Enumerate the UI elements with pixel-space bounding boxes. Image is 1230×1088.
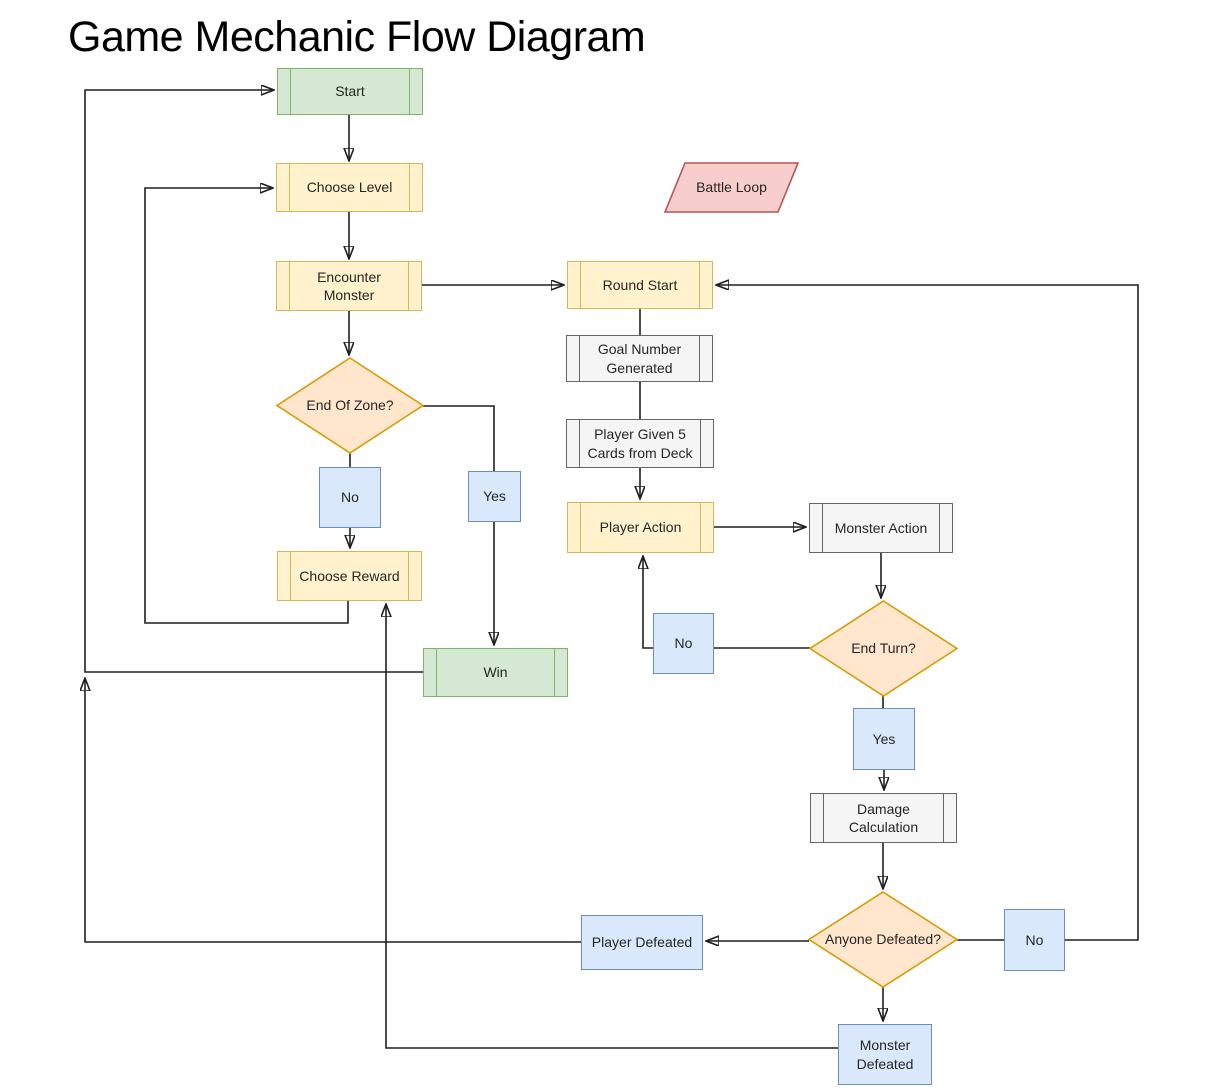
node-no-turn: No — [653, 613, 714, 674]
node-battle-loop: Battle Loop — [663, 162, 800, 213]
diamond-shape — [275, 357, 425, 454]
node-no-turn-label: No — [674, 635, 693, 652]
parallelogram-shape — [663, 162, 800, 213]
node-player-given-cards-label: Player Given 5 Cards from Deck — [587, 426, 693, 461]
node-goal-number-generated-label: Goal Number Generated — [597, 341, 682, 376]
node-battle-loop-label: Battle Loop — [696, 179, 767, 196]
node-yes-zone-label: Yes — [483, 488, 506, 505]
node-round-start: Round Start — [567, 261, 713, 309]
diamond-shape — [808, 600, 959, 697]
node-player-defeated-label: Player Defeated — [591, 934, 693, 951]
node-no-defeated-label: No — [1025, 931, 1044, 948]
node-no-zone-label: No — [341, 489, 359, 506]
node-win: Win — [423, 648, 568, 697]
node-start-label: Start — [335, 83, 365, 100]
node-monster-action-label: Monster Action — [834, 519, 928, 536]
node-start: Start — [277, 68, 423, 115]
node-monster-action: Monster Action — [809, 503, 953, 553]
edge-end-of-zone-to-yes — [423, 405, 495, 471]
edge-choose-reward-to-choose-level — [144, 188, 349, 624]
node-yes-turn: Yes — [853, 708, 915, 770]
node-round-start-label: Round Start — [602, 276, 678, 293]
node-end-of-zone: End Of Zone? — [275, 357, 425, 454]
page-title: Game Mechanic Flow Diagram — [68, 13, 646, 61]
diamond-shape — [807, 891, 959, 988]
edge-player-defeated-to-start-loop — [85, 679, 581, 943]
node-choose-level: Choose Level — [276, 163, 423, 212]
node-player-action-label: Player Action — [599, 519, 682, 536]
node-choose-reward: Choose Reward — [277, 551, 422, 601]
node-end-turn-label: End Turn? — [851, 640, 916, 657]
node-end-turn: End Turn? — [808, 600, 959, 697]
edge-no-to-player-action — [643, 557, 653, 649]
edge-no-to-round-start — [717, 285, 1139, 941]
node-monster-defeated: Monster Defeated — [838, 1024, 932, 1085]
node-win-label: Win — [483, 664, 508, 681]
node-anyone-defeated-label: Anyone Defeated? — [825, 931, 941, 948]
node-yes-turn-label: Yes — [872, 730, 896, 747]
node-damage-calculation-label: Damage Calculation — [848, 800, 919, 835]
node-no-defeated: No — [1004, 909, 1065, 971]
node-goal-number-generated: Goal Number Generated — [566, 335, 713, 382]
node-yes-zone: Yes — [468, 471, 521, 522]
node-choose-level-label: Choose Level — [306, 179, 393, 196]
node-encounter-monster-label: Encounter Monster — [317, 268, 381, 303]
node-player-action: Player Action — [567, 502, 714, 553]
node-no-zone: No — [319, 467, 381, 528]
node-damage-calculation: Damage Calculation — [810, 793, 957, 843]
node-anyone-defeated: Anyone Defeated? — [807, 891, 959, 988]
node-encounter-monster: Encounter Monster — [276, 261, 422, 311]
node-monster-defeated-label: Monster Defeated — [856, 1037, 914, 1072]
node-player-given-cards: Player Given 5 Cards from Deck — [566, 419, 714, 468]
node-choose-reward-label: Choose Reward — [299, 567, 400, 584]
node-end-of-zone-label: End Of Zone? — [306, 397, 394, 414]
edge-monster-defeated-to-choose-reward — [386, 605, 838, 1049]
edge-win-to-start — [84, 90, 423, 673]
node-player-defeated: Player Defeated — [581, 915, 703, 970]
